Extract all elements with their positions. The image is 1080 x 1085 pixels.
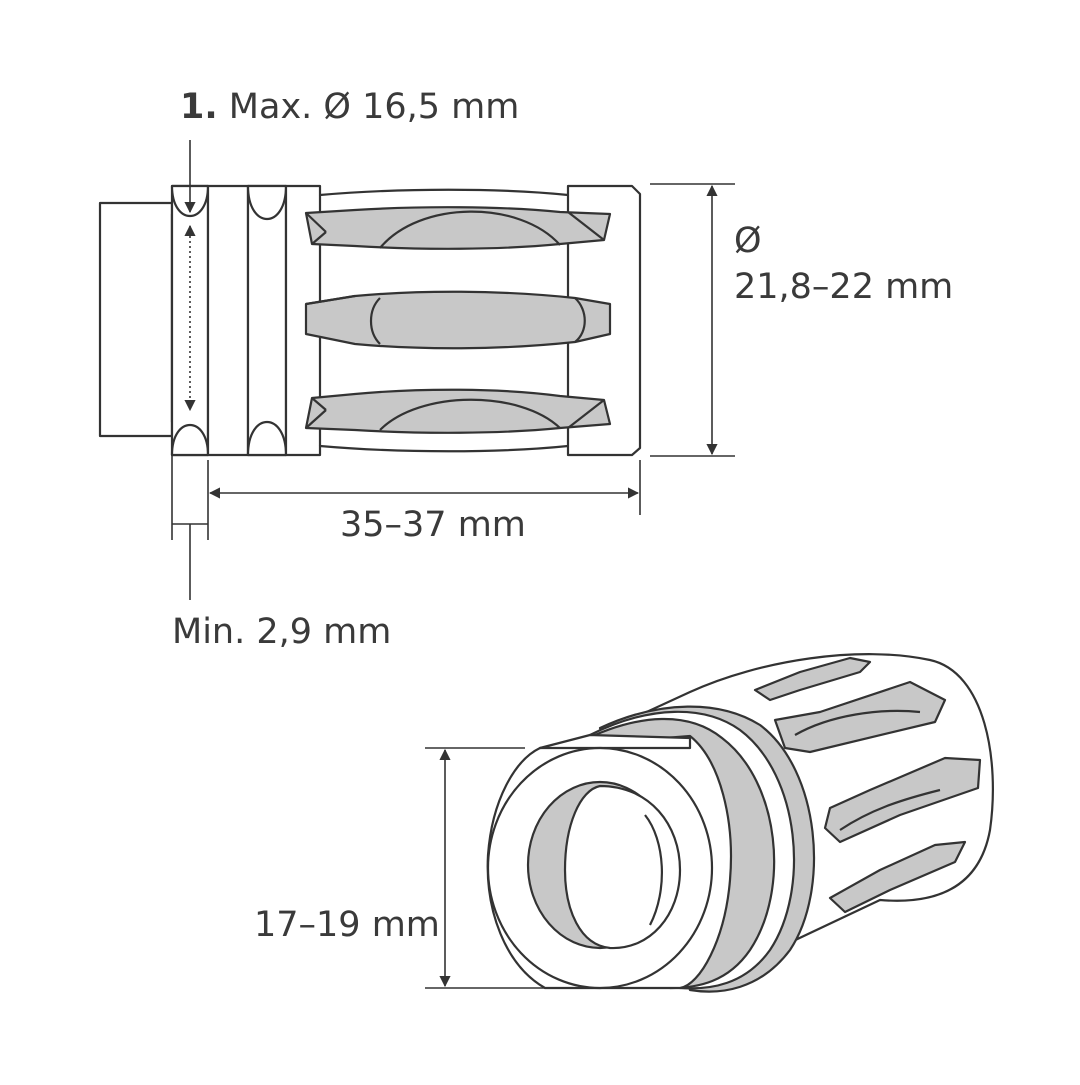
dimension-front-diameter bbox=[425, 747, 545, 989]
perspective-view bbox=[486, 653, 994, 993]
fin-1 bbox=[773, 680, 947, 754]
slot-middle bbox=[304, 290, 612, 350]
outer-diameter-value: 21,8–22 mm bbox=[734, 267, 954, 307]
slot-top bbox=[304, 206, 612, 250]
groove-2 bbox=[246, 184, 288, 457]
end-cap bbox=[98, 201, 174, 438]
front-face-top bbox=[538, 733, 692, 750]
dimension-min-groove bbox=[171, 440, 208, 600]
dimension-length bbox=[207, 460, 641, 540]
slot-bottom bbox=[304, 388, 612, 434]
min-groove-label: Min. 2,9 mm bbox=[172, 612, 392, 652]
outer-diameter-symbol: Ø bbox=[734, 221, 762, 261]
fin-3 bbox=[828, 840, 967, 914]
step-number: 1. bbox=[180, 87, 218, 127]
fin-top bbox=[753, 656, 872, 702]
max-diameter-text: Max. Ø 16,5 mm bbox=[228, 87, 520, 127]
front-diameter-label: 17–19 mm bbox=[254, 905, 440, 945]
side-view bbox=[98, 140, 642, 457]
dimension-outer-diameter bbox=[650, 183, 735, 457]
max-diameter-label: 1. Max. Ø 16,5 mm bbox=[180, 90, 519, 125]
ring-2 bbox=[206, 184, 250, 457]
length-label: 35–37 mm bbox=[340, 505, 526, 545]
